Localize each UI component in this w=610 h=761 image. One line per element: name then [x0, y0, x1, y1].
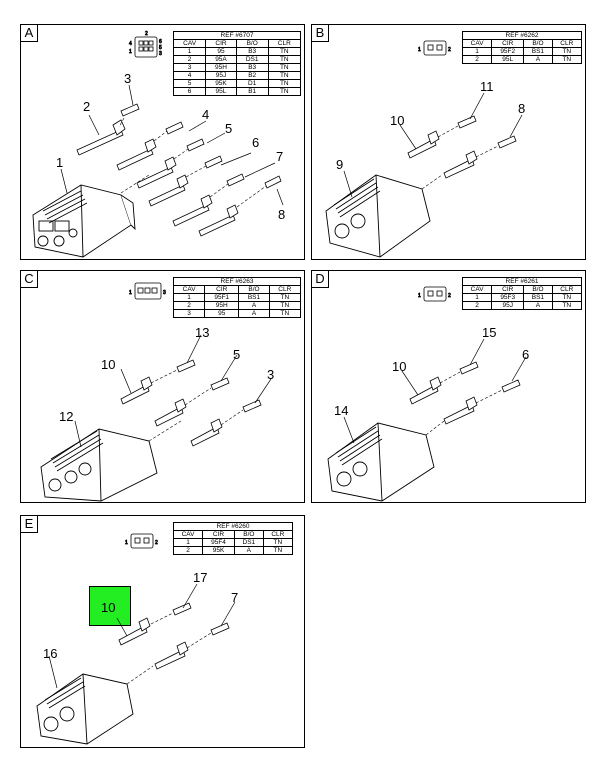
callout-label: 3: [124, 71, 131, 86]
pin-number: 1: [129, 49, 132, 55]
callout-label: 14: [334, 403, 348, 418]
panel-a-diagram: 4 1 6 5 3 2: [32, 31, 285, 258]
pin-number: 4: [129, 41, 132, 47]
terminals: [409, 361, 521, 425]
dashed-guides: [148, 369, 244, 442]
pin-number: 1: [125, 540, 128, 546]
pin-number: 1: [129, 290, 132, 296]
callout-label: 8: [278, 207, 285, 222]
pin-number: 1: [418, 293, 421, 299]
panel-e-diagram: 1 2 17 7 10 16: [36, 533, 238, 745]
callout-label: 10: [101, 600, 115, 615]
connector-face-icon: 1 2: [125, 533, 158, 549]
terminals: [120, 359, 262, 447]
callout-label: 10: [392, 359, 406, 374]
connector-body-6way: [32, 184, 136, 258]
connector-body-3way: [40, 428, 158, 502]
cell: 2: [461, 55, 493, 64]
connector-body-2way: [36, 673, 134, 745]
cell: 2: [172, 546, 204, 555]
dashed-guides: [425, 371, 503, 436]
pin-number: 2: [448, 293, 451, 299]
terminals: [407, 115, 517, 179]
callout-label: 4: [202, 107, 209, 122]
panel-e-letter: E: [21, 516, 38, 533]
panel-c-letter: C: [21, 271, 38, 288]
callout-label: 3: [267, 367, 274, 382]
cell: TN: [551, 55, 583, 64]
panel-d-diagram: 1 2 15 6 10 14: [327, 286, 529, 502]
dashed-guides: [421, 125, 499, 190]
cell: TN: [268, 309, 302, 318]
terminals: [118, 602, 230, 670]
connector-face-icon: 1 3: [129, 282, 166, 300]
callout-label: 2: [83, 99, 90, 114]
callout-label: 10: [101, 357, 115, 372]
connector-face-icon: 1 2: [418, 40, 451, 56]
pin-number: 1: [418, 47, 421, 53]
pin-number: 3: [159, 51, 162, 57]
callout-label: 12: [59, 409, 73, 424]
cell: TN: [262, 546, 294, 555]
callout-label: 7: [231, 590, 238, 605]
cell: 95K: [202, 546, 235, 555]
callout-leaders: [48, 583, 236, 689]
panel-c-diagram: 1 3 13 5 10 3 12: [40, 282, 274, 502]
callout-label: 8: [518, 101, 525, 116]
cell: 2: [461, 301, 493, 310]
panel-d-letter: D: [312, 271, 329, 288]
dashed-guides: [118, 117, 267, 208]
pin-number: 5: [159, 45, 162, 51]
cell: 6: [172, 87, 207, 96]
callout-leaders: [60, 84, 284, 206]
panel-a-letter: A: [21, 25, 38, 42]
pin-number: 2: [155, 540, 158, 546]
callout-label: 11: [480, 79, 494, 94]
pin-number: 2: [448, 47, 451, 53]
pin-number: 3: [163, 290, 166, 296]
cell: TN: [267, 87, 302, 96]
connector-body-2way: [327, 422, 435, 502]
panel-b-diagram: 1 2 11 8 10 9: [325, 40, 525, 258]
highlighted-part-10[interactable]: [89, 586, 131, 626]
callout-label: 9: [336, 157, 343, 172]
callout-label: 13: [195, 325, 209, 340]
cell: TN: [551, 301, 583, 310]
panel-b-letter: B: [312, 25, 329, 42]
callout-label: 5: [225, 121, 232, 136]
callout-leaders: [74, 334, 272, 448]
callout-label: 15: [482, 325, 496, 340]
callout-label: 6: [252, 135, 259, 150]
callout-label: 6: [522, 347, 529, 362]
dashed-guides: [126, 612, 212, 685]
callout-label: 10: [390, 113, 404, 128]
callout-label: 1: [56, 155, 63, 170]
pin-number: 2: [145, 31, 148, 37]
pin-number: 6: [159, 39, 162, 45]
callout-label: 17: [193, 570, 207, 585]
connector-face-icon: 1 2: [418, 286, 451, 302]
connector-face-icon: 4 1 6 5 3 2: [129, 31, 162, 58]
callout-leaders: [343, 92, 523, 198]
callout-label: 5: [233, 347, 240, 362]
callout-label: 16: [43, 646, 57, 661]
connector-body-2way: [325, 174, 431, 258]
callout-leaders: [343, 338, 527, 444]
callout-label: 7: [276, 149, 283, 164]
terminals: [76, 103, 282, 237]
